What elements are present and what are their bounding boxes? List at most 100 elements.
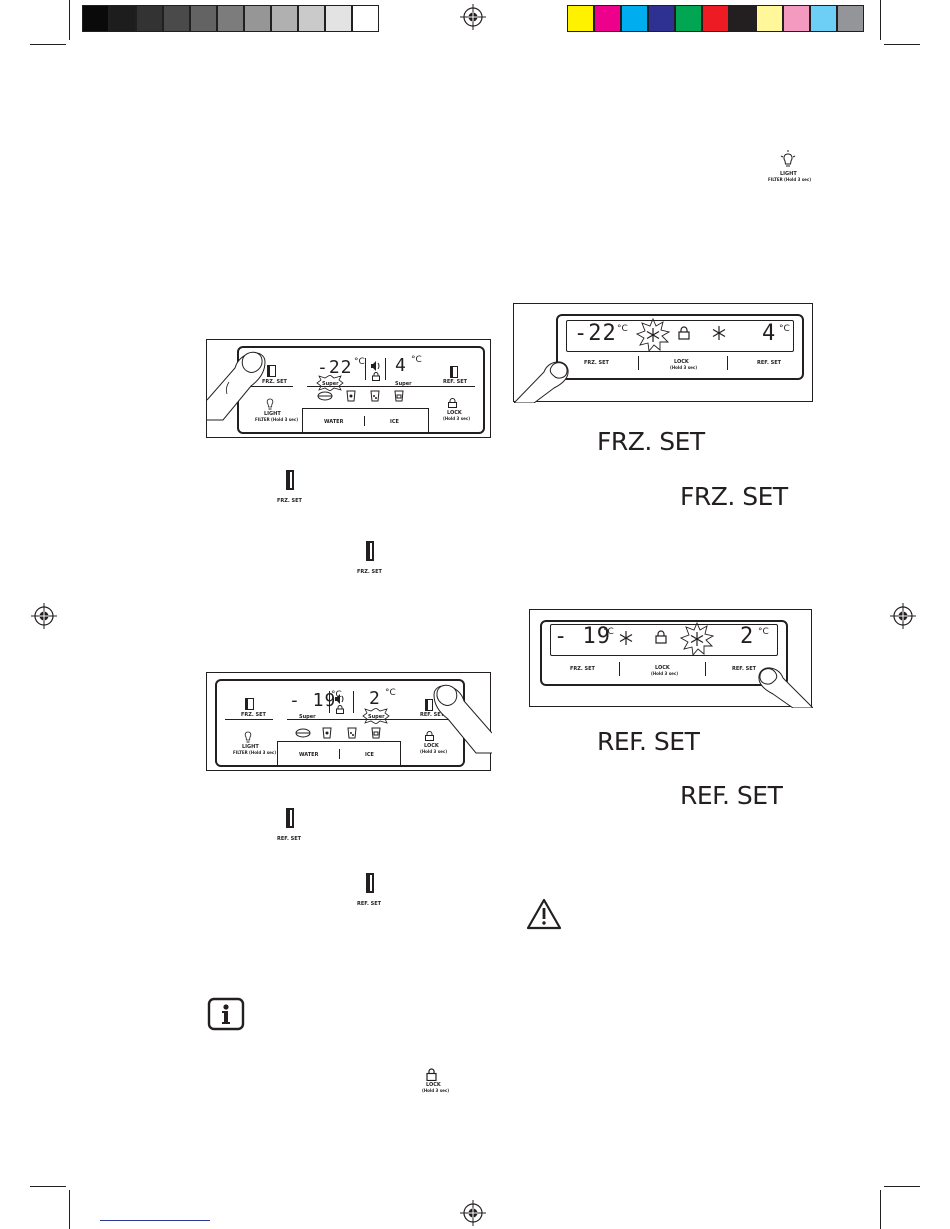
color-swatch (702, 5, 729, 32)
compact-panel-frz-press: -22 °C 4 °C FRZ. SET LOCK (Hold 3 sec) R… (513, 303, 813, 403)
registration-mark-icon (460, 4, 486, 30)
light-label: LIGHT (242, 744, 259, 750)
color-swatch (352, 5, 379, 32)
degree-unit: °C (617, 324, 628, 334)
super-burst-icon (362, 708, 390, 724)
color-swatch (648, 5, 675, 32)
divider (225, 719, 273, 720)
ref-set-label: REF. SET (420, 712, 445, 718)
frz-set-inline: FRZ. SET (276, 470, 310, 506)
bottom-rule (100, 1220, 210, 1221)
lock-icon (448, 398, 457, 408)
water-button[interactable]: WATER (324, 419, 344, 425)
ref-set-inline: REF. SET (276, 808, 310, 844)
color-swatch (810, 5, 837, 32)
filter-label: FILTER (Hold 3 sec) (768, 177, 812, 182)
lock-hold-label: (Hold 3 sec) (422, 1088, 450, 1093)
freezer-temp: - 19 (554, 624, 611, 649)
freezer-temp: -22 (574, 321, 617, 346)
lock-hold-label: (Hold 3 sec) (670, 365, 698, 370)
lock-label: LOCK (447, 410, 462, 416)
snowflake-icon (619, 631, 633, 645)
lcd-frame (566, 320, 794, 352)
divider (727, 356, 728, 370)
cup-water-icon (322, 727, 332, 739)
snowflake-burst-icon (636, 318, 670, 352)
color-swatch (190, 5, 217, 32)
freezer-door-icon (245, 698, 254, 710)
ref-set-label: REF. SET (357, 901, 382, 907)
lock-icon (425, 731, 434, 741)
sound-icon (371, 361, 380, 371)
crop-mark (880, 0, 881, 40)
frz-set-label: FRZ. SET (357, 569, 382, 575)
crop-mark (69, 1190, 70, 1229)
divider (385, 358, 386, 380)
color-swatch (837, 5, 864, 32)
crop-mark (884, 44, 920, 45)
filter-label: FILTER (Hold 3 sec) (233, 750, 277, 755)
dispenser-box (302, 408, 429, 434)
divider (339, 749, 340, 759)
color-swatch (109, 5, 136, 32)
control-panel-frz-press: FRZ. SET -22 °C Super 4 °C Super REF. SE… (206, 339, 491, 438)
frz-set-label: FRZ. SET (277, 498, 302, 504)
info-icon (207, 997, 245, 1031)
crop-mark (30, 1186, 66, 1187)
divider (287, 719, 407, 720)
cup-crushed-icon (370, 390, 380, 402)
freezer-door-icon (286, 470, 294, 490)
ref-set-label: REF. SET (757, 360, 782, 366)
ice-button[interactable]: ICE (365, 752, 374, 758)
ref-set-title: REF. SET (597, 727, 700, 756)
ice-button[interactable]: ICE (390, 419, 399, 425)
registration-mark-icon (31, 603, 57, 629)
light-label: LIGHT (264, 411, 281, 417)
fridge-door-icon (450, 366, 458, 378)
bulb-icon (266, 398, 274, 410)
water-button[interactable]: WATER (299, 752, 319, 758)
color-swatch (163, 5, 190, 32)
panel-frame (556, 314, 804, 380)
color-swatch (567, 5, 594, 32)
color-swatch (217, 5, 244, 32)
degree-unit: °C (758, 627, 769, 637)
color-swatch (271, 5, 298, 32)
finger-icon (758, 667, 813, 708)
degree-unit: °C (331, 690, 342, 700)
frz-set-label: FRZ. SET (570, 666, 595, 672)
super-freeze-label: Super (322, 381, 339, 387)
sound-icon (335, 694, 344, 704)
warning-icon (526, 898, 562, 930)
color-swatch (325, 5, 352, 32)
compact-panel-ref-press: - 19 °C 2 °C FRZ. SET LOCK (Hold 3 sec) … (529, 609, 813, 708)
color-swatch (244, 5, 271, 32)
crop-mark (884, 1186, 920, 1187)
super-cool-label: Super (368, 714, 385, 720)
finger-icon (514, 361, 569, 403)
frz-set-title: FRZ. SET (597, 427, 705, 456)
lock-label: LOCK (655, 665, 670, 671)
lock-icon (655, 630, 667, 644)
lock-inline: LOCK (Hold 3 sec) (417, 1068, 450, 1098)
divider (307, 386, 469, 387)
ref-set-label: REF. SET (277, 836, 302, 842)
light-filter-icon-group: LIGHT FILTER (Hold 3 sec) (768, 150, 812, 190)
ref-set-label: REF. SET (732, 666, 757, 672)
lock-icon (426, 1068, 437, 1081)
color-swatch (621, 5, 648, 32)
lock-icon (678, 326, 690, 340)
crop-mark (69, 0, 70, 40)
snowflake-burst-icon (680, 622, 714, 656)
crop-mark (30, 44, 66, 45)
degree-unit: °C (411, 355, 422, 365)
divider (705, 662, 706, 676)
divider (364, 416, 365, 426)
color-swatch (82, 5, 109, 32)
cup-cube-icon (371, 727, 381, 739)
filter-icon (317, 391, 333, 401)
frz-set-inline: FRZ. SET (356, 541, 390, 577)
fridge-temp: 4 (395, 355, 407, 376)
bulb-icon (244, 731, 252, 743)
lock-label: LOCK (424, 743, 439, 749)
